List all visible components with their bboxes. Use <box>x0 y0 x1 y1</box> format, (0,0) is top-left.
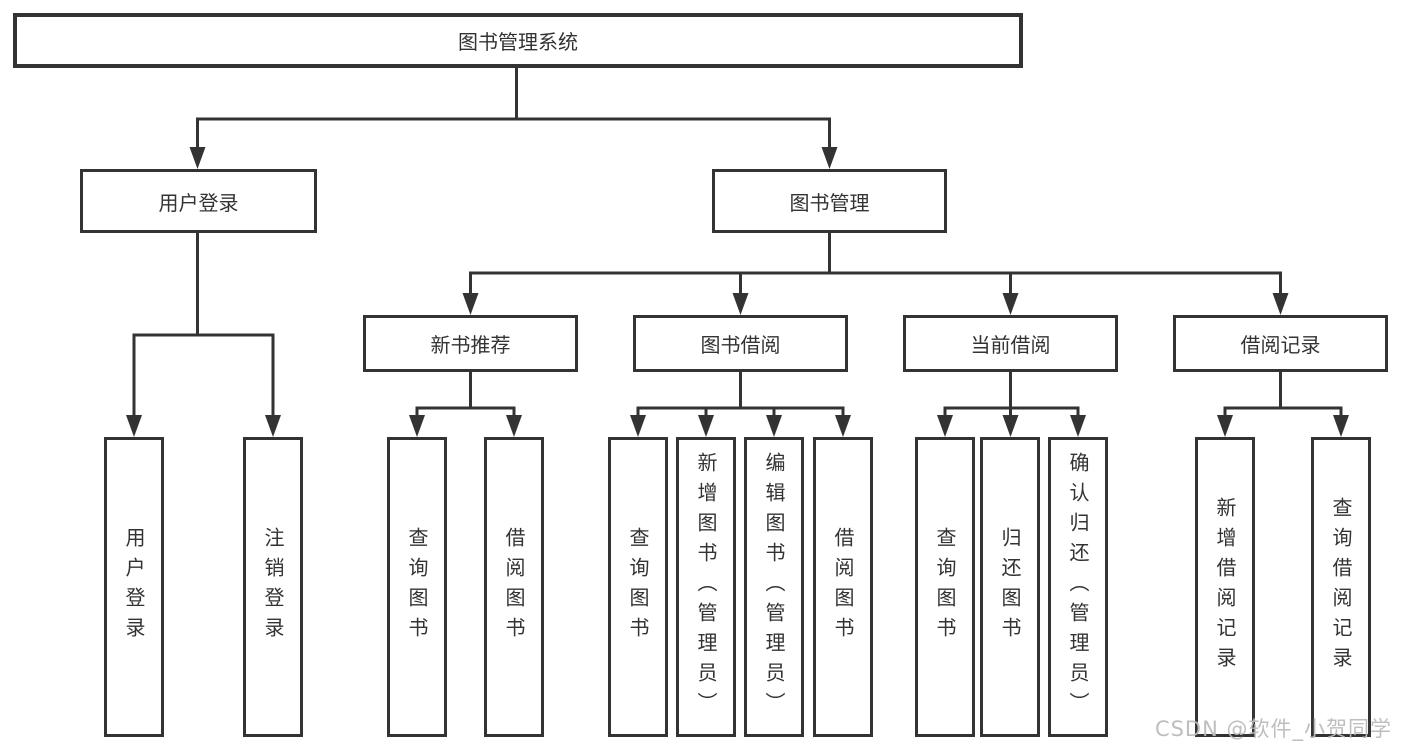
node-book-borrowing: 图书借阅 <box>633 315 848 372</box>
leaf-return-books: 归还图书 <box>980 437 1040 737</box>
node-label: 归还图书 <box>998 527 1022 647</box>
node-label: 图书借阅 <box>700 333 781 357</box>
node-label: 新增借阅记录 <box>1213 497 1237 677</box>
node-label: 借阅记录 <box>1240 333 1321 357</box>
node-label: 查询图书 <box>405 527 429 647</box>
leaf-query-borrow-record: 查询借阅记录 <box>1311 437 1371 737</box>
leaf-logout: 注销登录 <box>243 437 303 737</box>
leaf-query-books-current: 查询图书 <box>915 437 975 737</box>
node-label: 查询图书 <box>626 527 650 647</box>
leaf-user-login: 用户登录 <box>104 437 164 737</box>
leaf-query-books-recommend: 查询图书 <box>387 437 447 737</box>
node-label: 借阅图书 <box>502 527 526 647</box>
leaf-borrow-books-recommend: 借阅图书 <box>484 437 544 737</box>
node-label: 当前借阅 <box>970 333 1051 357</box>
node-library-management-system: 图书管理系统 <box>13 13 1023 68</box>
node-label: 确认归还（管理员） <box>1066 452 1090 722</box>
leaf-borrow-books: 借阅图书 <box>813 437 873 737</box>
node-label: 新书推荐 <box>430 333 511 357</box>
leaf-confirm-return-admin: 确认归还（管理员） <box>1048 437 1108 737</box>
node-new-book-recommendation: 新书推荐 <box>363 315 578 372</box>
node-label: 用户登录 <box>158 190 239 215</box>
node-user-login: 用户登录 <box>80 169 317 233</box>
leaf-add-borrow-record: 新增借阅记录 <box>1195 437 1255 737</box>
node-label: 借阅图书 <box>831 527 855 647</box>
node-label: 图书管理系统 <box>458 30 578 54</box>
node-label: 新增图书（管理员） <box>694 452 718 722</box>
node-label: 图书管理 <box>789 190 870 215</box>
leaf-add-book-admin: 新增图书（管理员） <box>676 437 736 737</box>
node-label: 编辑图书（管理员） <box>762 452 786 722</box>
node-current-borrowing: 当前借阅 <box>903 315 1118 372</box>
node-book-management: 图书管理 <box>712 169 947 233</box>
node-borrowing-records: 借阅记录 <box>1173 315 1388 372</box>
node-label: 查询借阅记录 <box>1329 497 1353 677</box>
leaf-query-books-borrowing: 查询图书 <box>608 437 668 737</box>
leaf-edit-book-admin: 编辑图书（管理员） <box>744 437 804 737</box>
node-label: 注销登录 <box>261 527 285 647</box>
node-label: 查询图书 <box>933 527 957 647</box>
node-label: 用户登录 <box>122 527 146 647</box>
